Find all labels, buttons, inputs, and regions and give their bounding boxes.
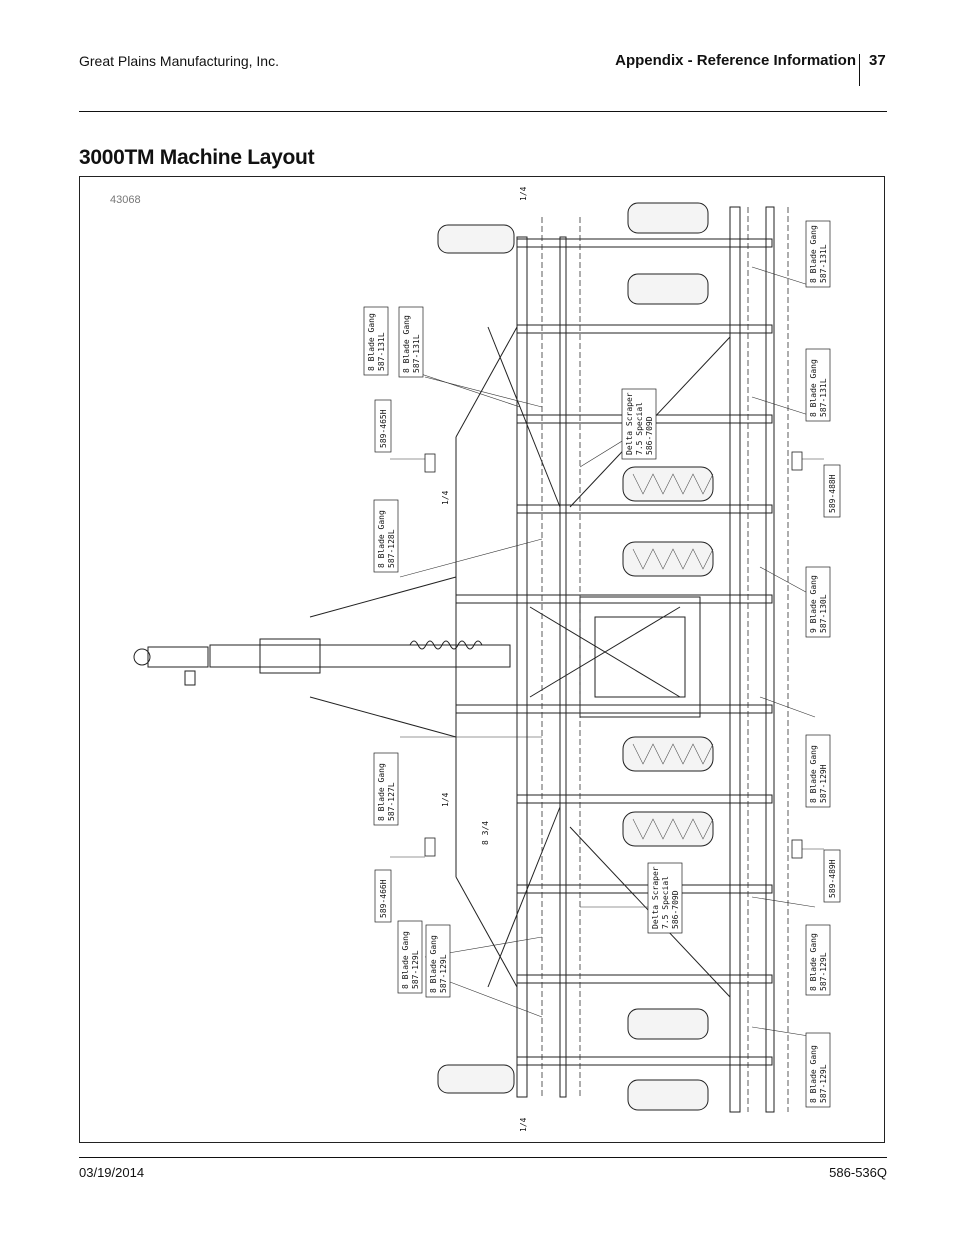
callout-text: 587-130L (819, 594, 828, 633)
callout-text: 589-488H (828, 474, 837, 513)
dimension-label: 1/4 (441, 792, 450, 807)
tire-treads (632, 473, 714, 840)
callout-gang-9-130L: 9 Blade Gang 587-130L (805, 566, 831, 638)
callout-text: 8 Blade Gang (401, 931, 410, 989)
callout-text: 8 Blade Gang (809, 1045, 818, 1103)
callout-text: Delta Scraper (651, 866, 660, 929)
callout-gang-8-129L-c: 8 Blade Gang 587-129L (805, 924, 831, 996)
callout-text: 587-127L (387, 782, 396, 821)
footer-rule (79, 1157, 887, 1158)
callout-gang-8-129L-b: 8 Blade Gang 587-129L (425, 924, 451, 998)
callout-text: 587-131L (819, 378, 828, 417)
dimension-label: 8 3/4 (481, 821, 490, 845)
callout-gang-8-131L-d: 8 Blade Gang 587-131L (805, 348, 831, 422)
callout-text: 587-131L (412, 334, 421, 373)
callout-text: 589-466H (379, 879, 388, 918)
callout-text: 8 Blade Gang (809, 225, 818, 283)
callout-text: 8 Blade Gang (377, 763, 386, 821)
callout-text: 587-131L (377, 332, 386, 371)
machine-structure (133, 206, 775, 1113)
hydraulic-blocks (424, 451, 803, 859)
callout-part-488H: 589-488H (823, 464, 841, 518)
callout-text: 587-129L (439, 954, 448, 993)
callout-gang-8-131L-b: 8 Blade Gang 587-131L (398, 306, 424, 378)
tires (437, 202, 714, 1111)
header-section: Appendix - Reference Information (615, 52, 856, 69)
callout-text: 589-465H (379, 409, 388, 448)
header-company: Great Plains Manufacturing, Inc. (79, 53, 279, 69)
callout-gang-8-128L: 8 Blade Gang 587-128L (373, 499, 399, 573)
figure-frame: 43068 (79, 176, 885, 1143)
callout-part-465H: 589-465H (374, 399, 392, 453)
dimension-label: 1/4 (441, 490, 450, 505)
footer-doc-number: 586-536Q (829, 1165, 887, 1180)
callout-text: 587-129H (819, 764, 828, 803)
callout-gang-8-131L-a: 8 Blade Gang 587-131L (363, 306, 389, 376)
gang-rows (541, 207, 789, 1112)
callout-gang-8-129L-a: 8 Blade Gang 587-129L (397, 920, 423, 994)
callout-part-466H: 589-466H (374, 869, 392, 923)
header-separator (859, 54, 860, 86)
callout-text: 589-489H (828, 859, 837, 898)
callout-text: 8 Blade Gang (377, 510, 386, 568)
page-number: 37 (869, 52, 886, 69)
leader-lines (390, 266, 824, 1038)
callout-part-489H: 589-489H (823, 849, 841, 903)
callout-text: 8 Blade Gang (809, 933, 818, 991)
page-title: 3000TM Machine Layout (79, 146, 315, 169)
callout-text: 587-129L (819, 952, 828, 991)
callout-gang-8-127L: 8 Blade Gang 587-127L (373, 752, 399, 826)
callout-text: 586-709D (671, 890, 680, 929)
callout-text: 8 Blade Gang (809, 745, 818, 803)
callout-text: 9 Blade Gang (809, 575, 818, 633)
callout-gang-8-129L-d: 8 Blade Gang 587-129L (805, 1032, 831, 1108)
callout-gang-8-131L-c: 8 Blade Gang 587-131L (805, 220, 831, 288)
machine-layout-drawing: 8 Blade Gang 587-131L 8 Blade Gang 587-1… (133, 186, 841, 1132)
callout-text: 587-129L (411, 950, 420, 989)
callout-text: 587-129L (819, 1064, 828, 1103)
callout-text: 8 Blade Gang (429, 935, 438, 993)
callout-labels: 8 Blade Gang 587-131L 8 Blade Gang 587-1… (363, 186, 841, 1132)
dimension-label: 1/4 (519, 186, 528, 201)
callout-text: 8 Blade Gang (402, 315, 411, 373)
callout-text: 7.5 Special (635, 402, 644, 455)
callout-text: Delta Scraper (625, 392, 634, 455)
callout-text: 8 Blade Gang (809, 359, 818, 417)
footer-date: 03/19/2014 (79, 1165, 145, 1180)
callout-text: 587-128L (387, 529, 396, 568)
callout-text: 587-131L (819, 244, 828, 283)
header-rule (79, 111, 887, 112)
callout-scraper-bottom: Delta Scraper 7.5 Special 586-709D (647, 862, 683, 934)
callout-text: 7.5 Special (661, 876, 670, 929)
dimension-label: 1/4 (519, 1117, 528, 1132)
callout-gang-8-129H: 8 Blade Gang 587-129H (805, 734, 831, 808)
callout-text: 586-709D (645, 416, 654, 455)
figure-number: 43068 (110, 194, 141, 206)
callout-text: 8 Blade Gang (367, 313, 376, 371)
callout-scraper-top: Delta Scraper 7.5 Special 586-709D (621, 388, 657, 460)
